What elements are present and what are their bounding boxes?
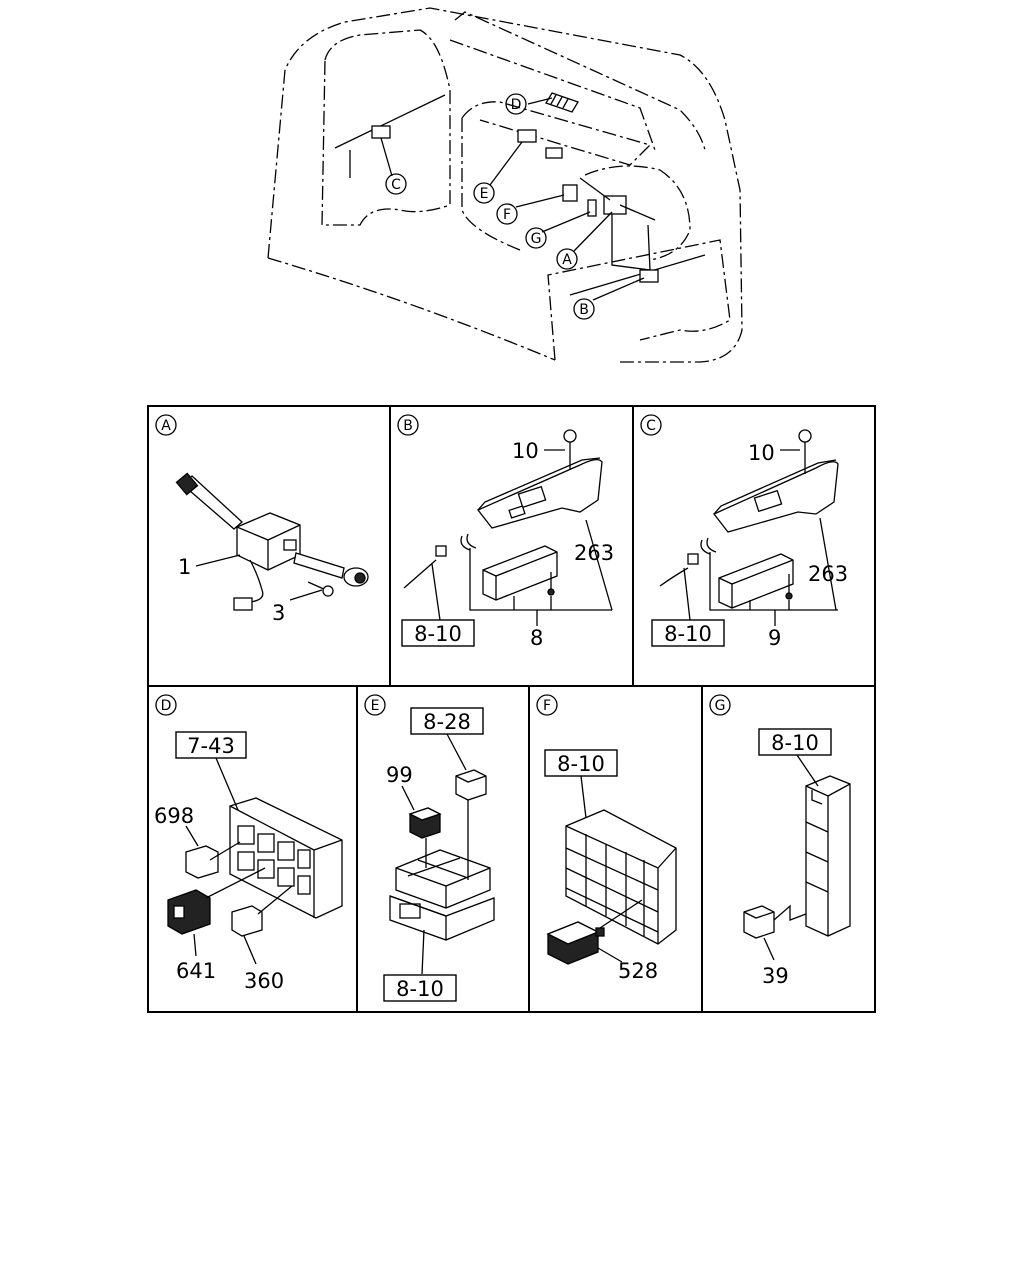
svg-text:F: F bbox=[503, 207, 511, 223]
svg-text:E: E bbox=[371, 698, 380, 714]
part-number-3: 3 bbox=[272, 601, 285, 625]
part-number-528: 528 bbox=[618, 959, 658, 983]
part-number-698: 698 bbox=[154, 804, 194, 828]
svg-text:8-10: 8-10 bbox=[664, 622, 712, 646]
svg-text:8-28: 8-28 bbox=[423, 710, 471, 734]
part-number-10: 10 bbox=[748, 441, 775, 465]
part-number-10: 10 bbox=[512, 439, 539, 463]
svg-text:8-10: 8-10 bbox=[396, 977, 444, 1001]
ref-box-8-10[interactable]: 8-10 bbox=[544, 749, 618, 777]
ref-box-7-43[interactable]: 7-43 bbox=[175, 731, 247, 759]
panel-d-label: D bbox=[155, 694, 177, 716]
svg-text:A: A bbox=[562, 252, 572, 268]
part-number-9: 9 bbox=[768, 626, 781, 650]
part-number-8: 8 bbox=[530, 626, 543, 650]
panel-e-label: E bbox=[364, 694, 386, 716]
panel-g: G 8-10 39 bbox=[709, 694, 851, 988]
svg-text:B: B bbox=[403, 418, 413, 434]
ref-box-8-10[interactable]: 8-10 bbox=[758, 728, 832, 756]
svg-text:E: E bbox=[480, 186, 489, 202]
ref-box-8-10[interactable]: 8-10 bbox=[401, 619, 475, 647]
panel-b-label: B bbox=[397, 414, 419, 436]
overview-illustration: D C E F G A B bbox=[267, 7, 743, 363]
svg-text:C: C bbox=[646, 418, 656, 434]
part-number-39: 39 bbox=[762, 964, 789, 988]
svg-text:B: B bbox=[579, 302, 589, 318]
panel-c-label: C bbox=[640, 414, 662, 436]
svg-text:8-10: 8-10 bbox=[557, 752, 605, 776]
part-number-360: 360 bbox=[244, 969, 284, 993]
callout-E: E bbox=[473, 182, 495, 204]
part-number-99: 99 bbox=[386, 763, 413, 787]
callout-G: G bbox=[525, 227, 547, 249]
svg-text:G: G bbox=[715, 698, 726, 714]
callout-A: A bbox=[556, 248, 578, 270]
ref-box-8-10[interactable]: 8-10 bbox=[651, 619, 725, 647]
svg-text:G: G bbox=[531, 231, 542, 247]
panel-g-label: G bbox=[709, 694, 731, 716]
callout-B: B bbox=[573, 298, 595, 320]
callout-C: C bbox=[385, 173, 407, 195]
svg-text:8-10: 8-10 bbox=[771, 731, 819, 755]
panel-grid bbox=[147, 405, 876, 1013]
svg-text:C: C bbox=[391, 177, 401, 193]
svg-text:D: D bbox=[161, 698, 172, 714]
svg-text:8-10: 8-10 bbox=[414, 622, 462, 646]
panel-f-label: F bbox=[536, 694, 558, 716]
svg-text:A: A bbox=[161, 418, 171, 434]
panel-a-label: A bbox=[155, 414, 177, 436]
callout-F: F bbox=[496, 203, 518, 225]
part-number-263: 263 bbox=[574, 541, 614, 565]
panel-e: E 8-28 99 8-10 bbox=[364, 694, 495, 1002]
svg-text:F: F bbox=[543, 698, 551, 714]
panel-b: B 10 263 8 8-10 bbox=[397, 414, 614, 650]
svg-text:7-43: 7-43 bbox=[187, 734, 235, 758]
svg-text:D: D bbox=[511, 97, 522, 113]
panel-d: D 7-43 698 641 360 bbox=[154, 694, 343, 993]
callout-D: D bbox=[505, 93, 527, 115]
panel-f: F 8-10 528 bbox=[536, 694, 677, 983]
part-number-1: 1 bbox=[178, 555, 191, 579]
part-number-263: 263 bbox=[808, 562, 848, 586]
part-number-641: 641 bbox=[176, 959, 216, 983]
panel-c: C 10 263 9 8-10 bbox=[640, 414, 848, 650]
ref-box-8-28[interactable]: 8-28 bbox=[410, 707, 484, 735]
ref-box-8-10[interactable]: 8-10 bbox=[383, 974, 457, 1002]
panel-a: A 1 3 bbox=[155, 414, 369, 625]
